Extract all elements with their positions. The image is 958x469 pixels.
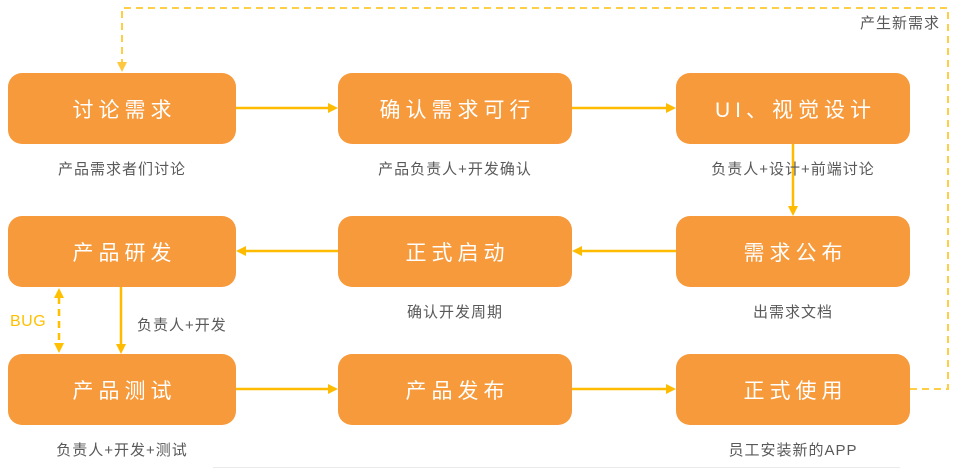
node-discuss-sublabel: 产品需求者们讨论 — [57, 161, 186, 178]
node-use-sublabel: 员工安装新的APP — [728, 442, 858, 459]
node-test-sublabel: 负责人+开发+测试 — [56, 442, 188, 459]
node-confirm-sublabel: 产品负责人+开发确认 — [378, 161, 532, 178]
arrow-release-to-use — [572, 384, 676, 394]
node-publish-req-sublabel: 出需求文档 — [752, 304, 833, 321]
page-bottom-edge — [213, 467, 900, 468]
node-launch-box: 正式启动 — [338, 216, 572, 287]
node-release: 产品发布 — [338, 354, 572, 425]
arrow-confirm-to-ui — [572, 103, 676, 113]
node-ui-design: UI、视觉设计 负责人+设计+前端讨论 — [676, 73, 910, 179]
node-test-box: 产品测试 — [8, 354, 236, 425]
arrow-launch-to-develop — [236, 246, 338, 256]
node-confirm: 确认需求可行 产品负责人+开发确认 — [338, 73, 572, 179]
node-discuss: 讨论需求 产品需求者们讨论 — [8, 73, 236, 179]
node-develop: 产品研发 — [8, 216, 236, 287]
arrow-bug-loop — [54, 288, 64, 353]
arrow-develop-to-test — [116, 287, 126, 354]
arrow-ui-to-publish — [788, 144, 798, 216]
bug-label: BUG — [10, 313, 47, 330]
arrow-feedback-loop — [117, 7, 949, 390]
arrow-discuss-to-confirm — [236, 103, 338, 113]
node-release-box: 产品发布 — [338, 354, 572, 425]
node-use-box: 正式使用 — [676, 354, 910, 425]
node-ui-design-sublabel: 负责人+设计+前端讨论 — [711, 161, 875, 178]
node-launch-sublabel: 确认开发周期 — [406, 304, 503, 321]
node-publish-req: 需求公布 出需求文档 — [676, 216, 910, 322]
arrow-test-to-release — [236, 384, 338, 394]
node-test: 产品测试 负责人+开发+测试 — [8, 354, 236, 460]
node-discuss-box: 讨论需求 — [8, 73, 236, 144]
node-launch: 正式启动 确认开发周期 — [338, 216, 572, 322]
node-use: 正式使用 员工安装新的APP — [676, 354, 910, 460]
arrow-publish-to-launch — [572, 246, 676, 256]
node-publish-req-box: 需求公布 — [676, 216, 910, 287]
dev-handoff-label: 负责人+开发 — [137, 317, 227, 334]
node-ui-design-box: UI、视觉设计 — [676, 73, 910, 144]
node-confirm-box: 确认需求可行 — [338, 73, 572, 144]
node-develop-box: 产品研发 — [8, 216, 236, 287]
feedback-label: 产生新需求 — [859, 15, 940, 32]
